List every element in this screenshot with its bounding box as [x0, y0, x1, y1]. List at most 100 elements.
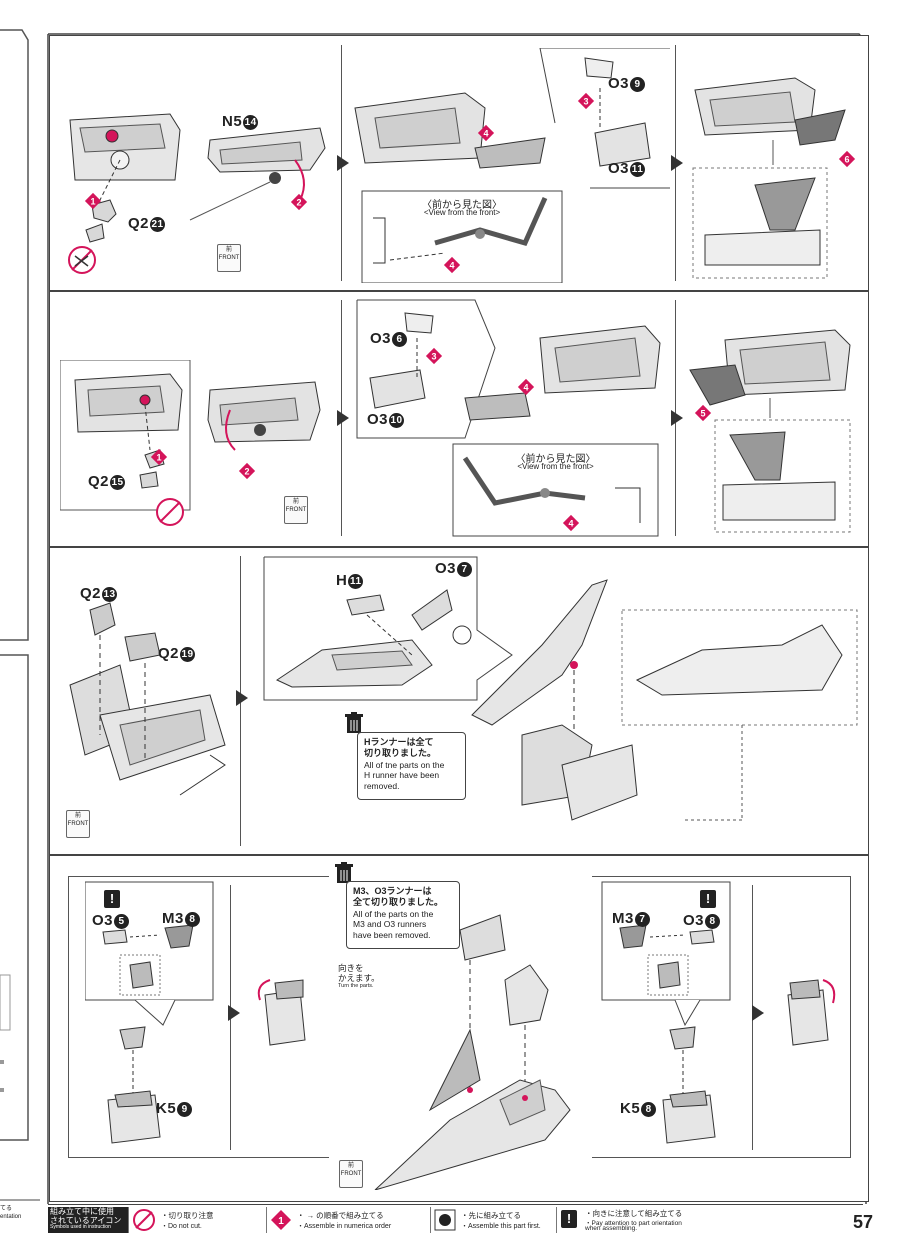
assembly-drawing-o3-b	[356, 299, 661, 537]
note-en-line2: H runner have been	[364, 770, 440, 781]
legend-no-cut-jp: ・切り取り注意	[161, 1211, 214, 1220]
legend-orient-en2: when assembling.	[585, 1225, 638, 1232]
step-4-badge: 4	[562, 514, 580, 532]
turn-jp1: 向きを	[338, 963, 364, 973]
next-step-arrow-icon	[671, 155, 683, 171]
edge-text-2: entation	[0, 1214, 22, 1220]
view-front-title-en: <View from the front>	[517, 462, 594, 471]
previous-page-edge: てる entation	[0, 0, 40, 1241]
note-en-line2: M3 and O3 runners	[353, 919, 427, 930]
turn-parts-note: 向きを かえます。 Turn the parts.	[338, 963, 380, 990]
right-sub-frame	[592, 876, 851, 1158]
step-4-badge: 4	[443, 256, 461, 274]
legend-orient-jp: ・向きに注意して組み立てる	[585, 1209, 683, 1218]
step-1-badge: 1	[150, 448, 168, 466]
next-step-arrow-icon	[671, 410, 683, 426]
view-front-title-jp: 〈前から見た図〉	[515, 454, 596, 465]
note-jp-line2: 全て切り取りました。	[353, 897, 444, 908]
step-order-icon: 1	[271, 1210, 291, 1230]
assembly-drawing-h-o3	[263, 556, 858, 821]
svg-text:4: 4	[568, 519, 573, 529]
left-sub-frame	[68, 876, 329, 1158]
assembly-drawing-k5-8	[662, 1026, 716, 1144]
legend-first-jp: ・先に組み立てる	[461, 1211, 521, 1220]
step-3-badge: 3	[425, 347, 443, 365]
svg-text:4: 4	[523, 383, 528, 393]
view-front-title-jp: 〈前から見た図〉	[422, 200, 502, 211]
view-front-title-en: <View from the front>	[423, 208, 501, 217]
note-en-line3: have been removed.	[353, 929, 431, 940]
legend-order-jp: ・ → の順番で組み立てる	[297, 1211, 384, 1220]
turn-en: Turn the parts.	[338, 983, 374, 990]
orientation-warning-icon: !	[561, 1210, 577, 1228]
assembly-drawing-final	[374, 914, 571, 1190]
note-jp-line1: M3、O3ランナーは	[353, 886, 432, 896]
step-4-badge: 4	[517, 378, 535, 396]
step-1-badge: 1	[84, 192, 102, 210]
assembly-drawing-q2-15	[60, 360, 321, 526]
next-step-arrow-icon	[752, 1005, 764, 1021]
assembly-drawing-k5-turn-left	[257, 979, 306, 1046]
assembly-drawing-o3-b-result	[689, 329, 851, 533]
no-cut-icon	[133, 1209, 155, 1231]
next-step-arrow-icon	[236, 690, 248, 706]
assembly-drawing-k5-turn-right	[787, 979, 836, 1046]
svg-text:6: 6	[844, 155, 849, 165]
note-jp-line2: 切り取りました。	[364, 748, 437, 759]
svg-text:5: 5	[700, 409, 705, 419]
runner-removed-note: M3、O3ランナーは 全て切り取りました。 All of the parts o…	[346, 881, 460, 949]
note-en-line1: All of tne parts on the	[364, 759, 445, 770]
turn-jp2: かえます。	[338, 973, 380, 984]
note-en-line3: removed.	[364, 780, 400, 791]
trash-icon	[345, 712, 363, 733]
legend-no-cut-en: ・Do not cut.	[161, 1223, 202, 1230]
assemble-first-icon	[434, 1209, 456, 1231]
step-3-badge: 3	[577, 92, 595, 110]
svg-text:3: 3	[431, 352, 436, 362]
step-6-badge: 6	[838, 150, 856, 168]
step-2-badge: 2	[238, 462, 256, 480]
assembly-drawing-q2-13-19	[69, 602, 226, 796]
legend-first: ・先に組み立てる ・Assemble this part first.	[430, 1207, 553, 1233]
svg-text:1: 1	[90, 197, 95, 207]
legend-title: 組み立て中に使用 されているアイコン Symbols used in instr…	[48, 1207, 128, 1233]
svg-text:3: 3	[583, 97, 588, 107]
trash-icon	[335, 862, 353, 883]
legend-order-en: ・Assemble in numerica order	[297, 1223, 392, 1230]
note-en-line1: All of the parts on the	[353, 908, 434, 919]
note-jp-line1: Hランナーは全て	[364, 737, 434, 747]
assembly-drawing-k5-9	[107, 1026, 161, 1144]
runner-removed-note: Hランナーは全て 切り取りました。 All of tne parts on th…	[357, 732, 466, 800]
previous-page-frame	[0, 29, 40, 1201]
svg-text:2: 2	[244, 467, 249, 477]
step-4-badge: 4	[477, 124, 495, 142]
svg-text:4: 4	[449, 261, 454, 271]
legend-order: 1 ・ → の順番で組み立てる ・Assemble in numerica or…	[266, 1207, 427, 1233]
callout-right-m3-o3	[601, 881, 731, 1027]
legend-orientation: ! ・向きに注意して組み立てる ・Pay attention to part o…	[556, 1207, 707, 1233]
warning-icon: !	[104, 890, 120, 908]
assembly-drawing-o3-result	[692, 77, 846, 279]
svg-text:1: 1	[278, 1216, 284, 1227]
page-number: 57	[852, 1212, 873, 1232]
legend-title-jp1: 組み立て中に使用	[50, 1207, 114, 1216]
